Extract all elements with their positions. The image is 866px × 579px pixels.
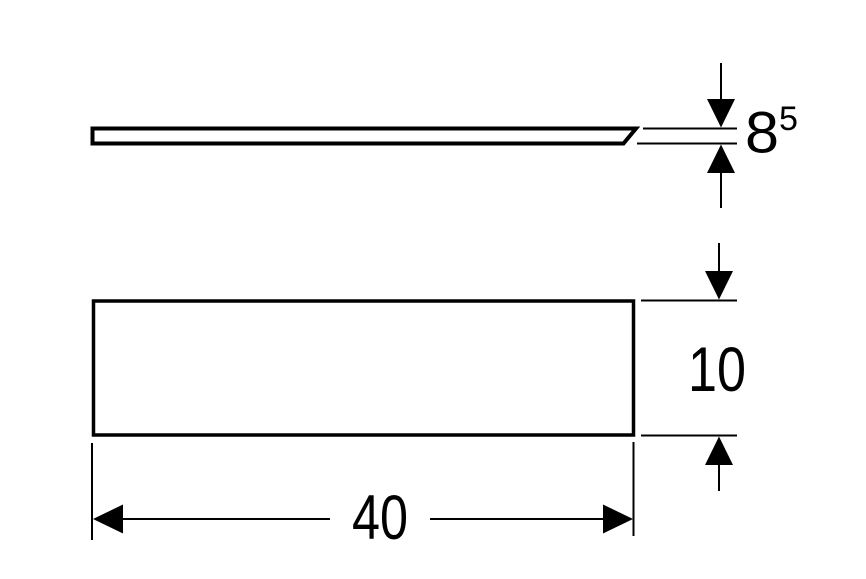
shelf-side-profile-shape: [90, 126, 641, 146]
width-dimension: 40: [91, 442, 635, 553]
width-value-label: 40: [352, 483, 408, 553]
width-arrowhead-left-icon: [93, 504, 123, 534]
thickness-superscript-label: 5: [779, 100, 798, 138]
width-arrowhead-right-icon: [603, 504, 633, 534]
side-view: [90, 126, 641, 146]
thickness-dimension: 8 5: [637, 63, 798, 208]
depth-arrowhead-down-icon: [705, 271, 733, 300]
thickness-arrowhead-up-icon: [707, 144, 735, 173]
depth-dimension: 10: [641, 243, 746, 491]
depth-value-label: 10: [688, 335, 746, 405]
depth-arrowhead-up-icon: [705, 436, 733, 465]
thickness-arrowhead-down-icon: [707, 99, 735, 128]
front-view: [91, 299, 636, 437]
thickness-value-label: 8: [745, 101, 779, 166]
shelf-front-face-shape: [91, 299, 636, 437]
